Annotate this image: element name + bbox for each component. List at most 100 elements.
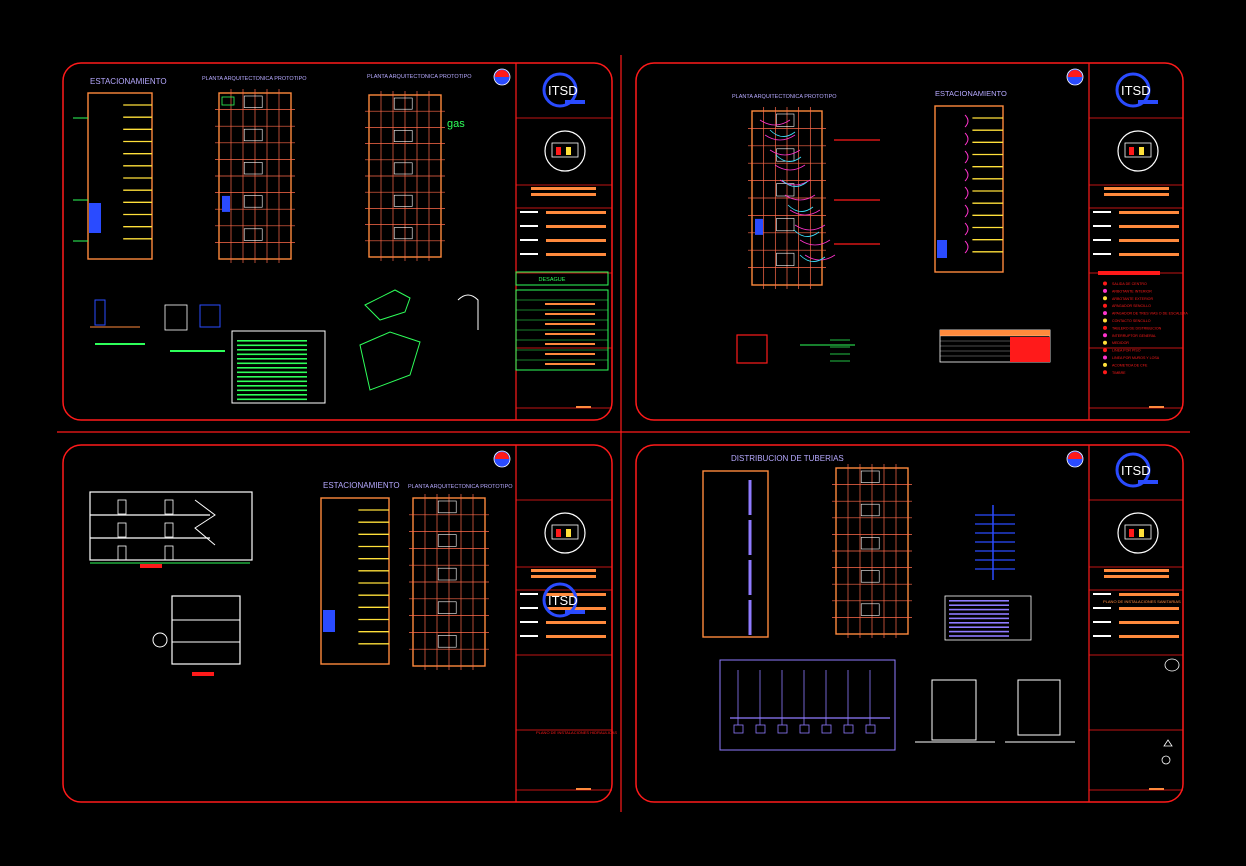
seal-building-icon	[1124, 142, 1152, 158]
notes-line	[237, 358, 307, 360]
sheet-1[interactable]: ESTACIONAMIENTO PLANTA ARQUITECTONICA PR…	[62, 62, 613, 421]
itsd-logo-ring	[1115, 72, 1151, 108]
detail-box	[164, 304, 188, 331]
notes-line	[237, 389, 307, 392]
row-value	[1119, 621, 1179, 624]
itsd-logo-ring	[542, 582, 578, 618]
seal-detail	[556, 147, 561, 155]
row-label	[520, 239, 538, 241]
row-label	[520, 211, 538, 213]
meter-detail	[736, 334, 768, 364]
legend-symbol-icon	[1103, 370, 1107, 375]
row-label	[1093, 239, 1111, 241]
seal-detail	[1139, 147, 1144, 155]
legend-text	[545, 323, 595, 325]
row-label	[1093, 225, 1111, 227]
parking-outline	[934, 105, 1004, 273]
row-label	[1093, 635, 1111, 637]
seal-detail	[1139, 529, 1144, 537]
manifold-fitting	[843, 724, 854, 734]
circuit-arc	[964, 186, 969, 200]
isometric-sketch	[359, 331, 421, 391]
plan-room	[860, 537, 880, 550]
legend-symbol-icon	[1103, 303, 1107, 308]
manifold-box	[719, 659, 896, 751]
row-value	[1119, 225, 1179, 228]
legend-entry: LINEA POR PISO	[1112, 349, 1141, 353]
legend-symbol-icon	[1103, 325, 1107, 330]
plan-fixture	[221, 96, 235, 106]
parking-stair	[937, 240, 947, 258]
seal-building-icon	[551, 524, 579, 540]
manifold-fitting	[733, 724, 744, 734]
sanitary-note-line	[949, 600, 1009, 602]
sheet-1-drawings	[73, 89, 609, 404]
sheet-4[interactable]: DISTRIBUCION DE TUBERIAS PLANO DE INSTAL…	[635, 444, 1184, 803]
seal-icon	[1117, 130, 1159, 172]
title-bar	[1104, 187, 1169, 190]
legend-entry: MEDIDOR	[1112, 341, 1129, 345]
row-value	[546, 225, 606, 228]
fixture-icon	[1161, 755, 1171, 765]
isometric-sketch	[364, 289, 411, 321]
tank-icon	[1164, 658, 1180, 672]
sheet-4-distribution-label: DISTRIBUCION DE TUBERIAS	[731, 454, 844, 463]
row-label	[520, 225, 538, 227]
sheet-3-plan-label: PLANTA ARQUITECTONICA PROTOTIPO	[408, 484, 513, 490]
circuit-arc	[769, 149, 801, 156]
legend-text	[545, 313, 595, 315]
sheet-border	[62, 62, 613, 421]
legend-symbol-icon	[1103, 362, 1107, 367]
circuit-arc	[964, 204, 969, 218]
seal-detail	[1129, 529, 1134, 537]
sheet-1-frame	[62, 62, 613, 421]
notes-line	[237, 367, 307, 369]
sheet-separators	[57, 55, 1190, 812]
parking-stair	[323, 610, 335, 632]
circuit-arc	[784, 194, 816, 201]
seal-building-icon	[551, 142, 579, 158]
seal-icon	[1117, 512, 1159, 554]
legend-title-bar	[1098, 271, 1160, 275]
compass-icon-top	[1068, 452, 1082, 459]
detail-caption	[95, 343, 145, 345]
legend-symbol-icon	[1103, 288, 1107, 293]
manifold-fitting	[755, 724, 766, 734]
sanitary-note-line	[949, 622, 1009, 624]
column	[164, 545, 174, 561]
row-value	[546, 211, 606, 214]
sheet-3[interactable]: ESTACIONAMIENTO PLANTA ARQUITECTONICA PR…	[62, 444, 617, 803]
cistern-detail	[931, 679, 977, 741]
sheet-number	[576, 788, 591, 790]
sheet-2[interactable]: PLANTA ARQUITECTONICA PROTOTIPO ESTACION…	[635, 62, 1188, 421]
legend-entry: TABLERO DE DISTRIBUCION	[1112, 326, 1162, 330]
legend-entry: ACOMETIDA DE CFE	[1112, 363, 1148, 367]
sheet-2-parking-label: ESTACIONAMIENTO	[935, 89, 1007, 98]
manifold-fitting	[821, 724, 832, 734]
row-value	[1119, 239, 1179, 242]
sheet-3-drawings	[89, 491, 489, 676]
circuit-arc	[779, 179, 811, 186]
notes-line	[237, 349, 307, 351]
plan-stair	[222, 195, 230, 212]
plan-room	[437, 567, 457, 581]
itsd-logo-bar	[565, 610, 585, 614]
itsd-logo-bar	[1138, 100, 1158, 104]
row-label	[1093, 593, 1111, 595]
sheet-number	[576, 406, 591, 408]
circuit-arc	[759, 119, 791, 126]
notes-line	[237, 362, 307, 365]
plan-room	[393, 162, 413, 175]
legend-entry: ARBOTANTE INTERIOR	[1112, 289, 1152, 293]
plan-room	[776, 218, 795, 232]
detail-pipe	[94, 299, 106, 326]
legend-title-box	[515, 271, 609, 286]
row-value	[546, 253, 606, 256]
detail-caption	[170, 350, 225, 352]
circuit-arc	[799, 239, 831, 246]
circuit-arc	[775, 154, 802, 162]
plan-room	[437, 534, 457, 547]
itsd-logo-ring	[1115, 452, 1151, 488]
